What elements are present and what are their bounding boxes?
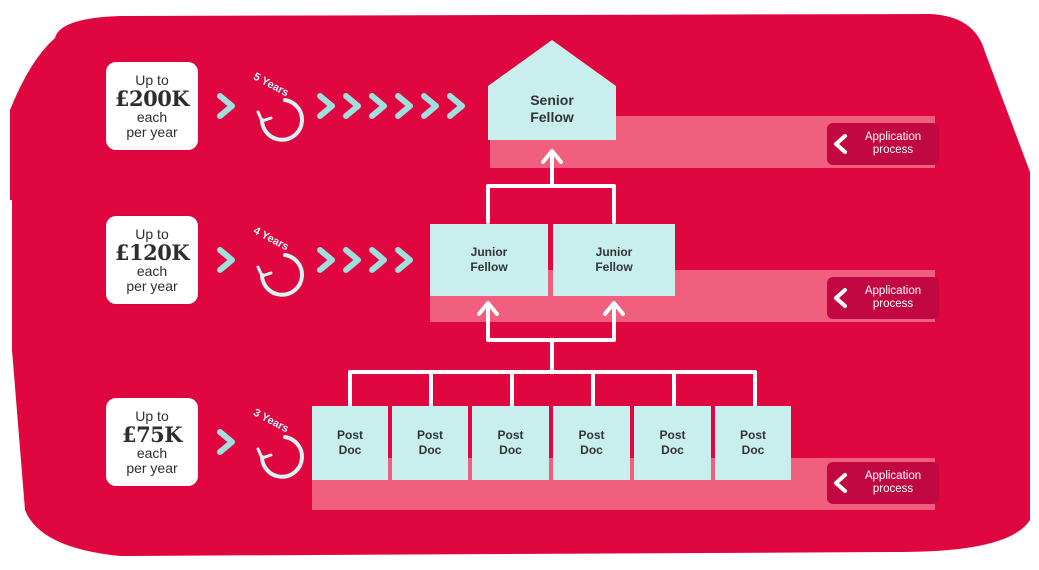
senior-fellow-label: Senior Fellow <box>530 92 574 125</box>
chevron-right-icon <box>343 247 361 273</box>
post-doc-box: Post Doc <box>553 406 630 480</box>
funding-prefix: Up to <box>135 407 169 424</box>
chevron-right-icon <box>343 93 361 119</box>
application-process-label: Application process <box>864 285 922 310</box>
funding-card-postdoc: Up to £75K each per year <box>106 398 198 486</box>
chevron-right-icon <box>395 247 413 273</box>
circular-arrow-icon <box>256 98 304 142</box>
circular-arrow-icon <box>256 435 304 479</box>
junior-fellow-box: Junior Fellow <box>430 224 548 296</box>
funding-amount: £75K <box>121 421 183 447</box>
chevron-right-icon <box>369 247 387 273</box>
chevron-right-icon <box>217 247 235 273</box>
funding-prefix: Up to <box>135 71 169 88</box>
connector-junior-to-senior <box>486 149 616 224</box>
application-process-button-junior[interactable]: Application process <box>827 277 939 319</box>
application-process-label: Application process <box>864 131 922 156</box>
arrow-up-icon <box>541 149 563 164</box>
funding-prefix: Up to <box>135 225 169 242</box>
chevron-right-icon <box>421 93 439 119</box>
chevron-left-icon <box>827 277 853 319</box>
post-doc-box: Post Doc <box>715 406 791 480</box>
funding-suffix: each per year <box>126 444 178 476</box>
funding-suffix: each per year <box>126 108 178 140</box>
arrow-up-icon <box>603 301 625 316</box>
chevron-left-icon <box>827 462 853 504</box>
application-process-button-postdoc[interactable]: Application process <box>827 462 939 504</box>
post-doc-box: Post Doc <box>392 406 468 480</box>
junior-fellow-box: Junior Fellow <box>553 224 675 296</box>
chevron-left-icon <box>827 123 853 165</box>
chevron-right-icon <box>447 93 465 119</box>
post-doc-box: Post Doc <box>634 406 711 480</box>
funding-card-junior: Up to £120K each per year <box>106 216 198 304</box>
chevron-right-icon <box>217 93 235 119</box>
chevron-right-icon <box>317 247 335 273</box>
chevron-right-icon <box>217 429 235 455</box>
post-doc-box: Post Doc <box>312 406 388 480</box>
funding-suffix: each per year <box>126 262 178 294</box>
post-doc-box: Post Doc <box>472 406 549 480</box>
funding-amount: £120K <box>114 239 190 265</box>
chevron-right-icon <box>395 93 413 119</box>
application-process-label: Application process <box>864 470 922 495</box>
chevron-right-icon <box>369 93 387 119</box>
chevron-right-icon <box>317 93 335 119</box>
circular-arrow-icon <box>256 253 304 297</box>
funding-card-senior: Up to £200K each per year <box>106 62 198 150</box>
connector-postdoc-to-junior <box>348 301 757 408</box>
funding-amount: £200K <box>114 85 190 111</box>
senior-fellow-box <box>488 40 616 140</box>
arrow-up-icon <box>477 301 499 316</box>
application-process-button-senior[interactable]: Application process <box>827 123 939 165</box>
